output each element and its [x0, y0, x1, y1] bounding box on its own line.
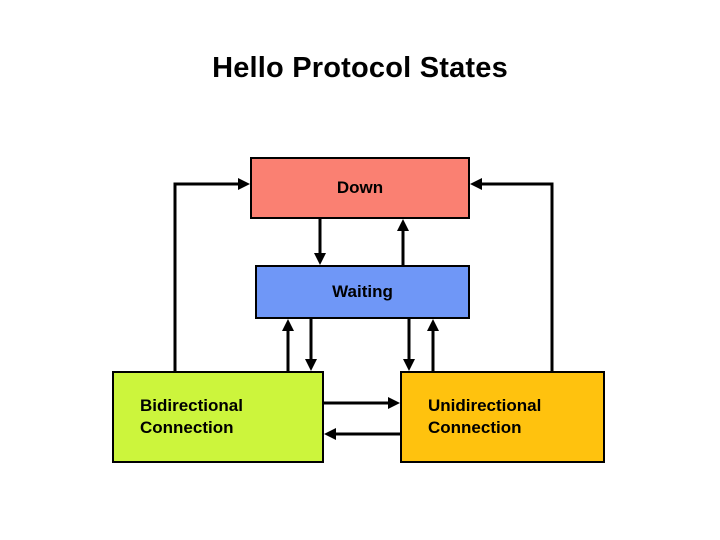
state-node-down-label: Down	[336, 178, 384, 197]
edge-bidirectional-to-unidirectional	[324, 397, 400, 409]
state-node-bidirectional-connection-label: Bidirectional Connection	[140, 396, 243, 437]
edge-down-to-waiting	[314, 219, 326, 265]
edge-waiting-to-unidirectional	[403, 319, 415, 371]
edge-bidirectional-to-waiting	[282, 319, 294, 371]
page-title: Hello Protocol States	[212, 52, 508, 84]
edge-unidirectional-to-bidirectional	[324, 428, 400, 440]
state-node-waiting-label: Waiting	[332, 282, 393, 301]
state-node-bidirectional-connection[interactable]: Bidirectional Connection	[112, 371, 324, 463]
edge-unidirectional-to-down	[470, 178, 554, 371]
state-node-waiting[interactable]: Waiting	[255, 265, 470, 319]
state-node-unidirectional-connection-label: Unidirectional Connection	[428, 396, 542, 437]
state-node-down[interactable]: Down	[250, 157, 470, 219]
edge-waiting-to-down	[397, 219, 409, 265]
state-node-unidirectional-connection[interactable]: Unidirectional Connection	[400, 371, 605, 463]
edge-waiting-to-bidirectional	[305, 319, 317, 371]
edge-bidirectional-to-down	[173, 178, 250, 371]
edge-unidirectional-to-waiting	[427, 319, 439, 371]
